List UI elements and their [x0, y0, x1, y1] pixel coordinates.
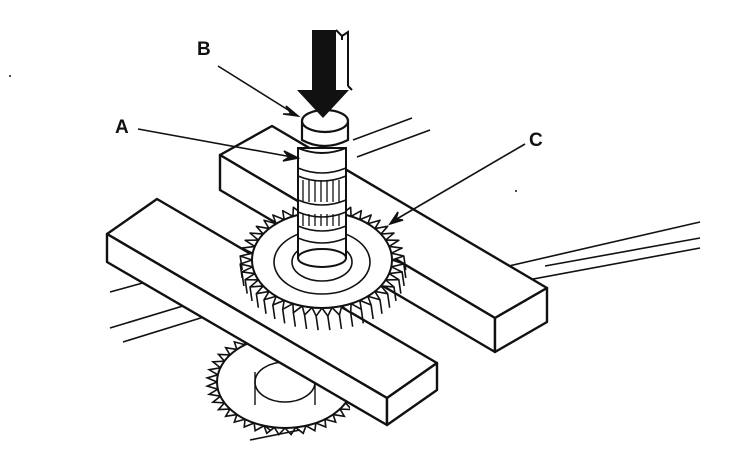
print-specks	[9, 75, 517, 192]
sleeve-a	[297, 147, 347, 268]
press-cap-b	[300, 108, 350, 148]
callout-label-b: B	[197, 39, 211, 60]
press-force-arrow-icon	[297, 29, 353, 118]
lower-block	[105, 197, 439, 427]
callout-label-c: C	[529, 130, 543, 151]
leader-lines	[137, 65, 526, 226]
callout-label-a: A	[115, 117, 129, 138]
